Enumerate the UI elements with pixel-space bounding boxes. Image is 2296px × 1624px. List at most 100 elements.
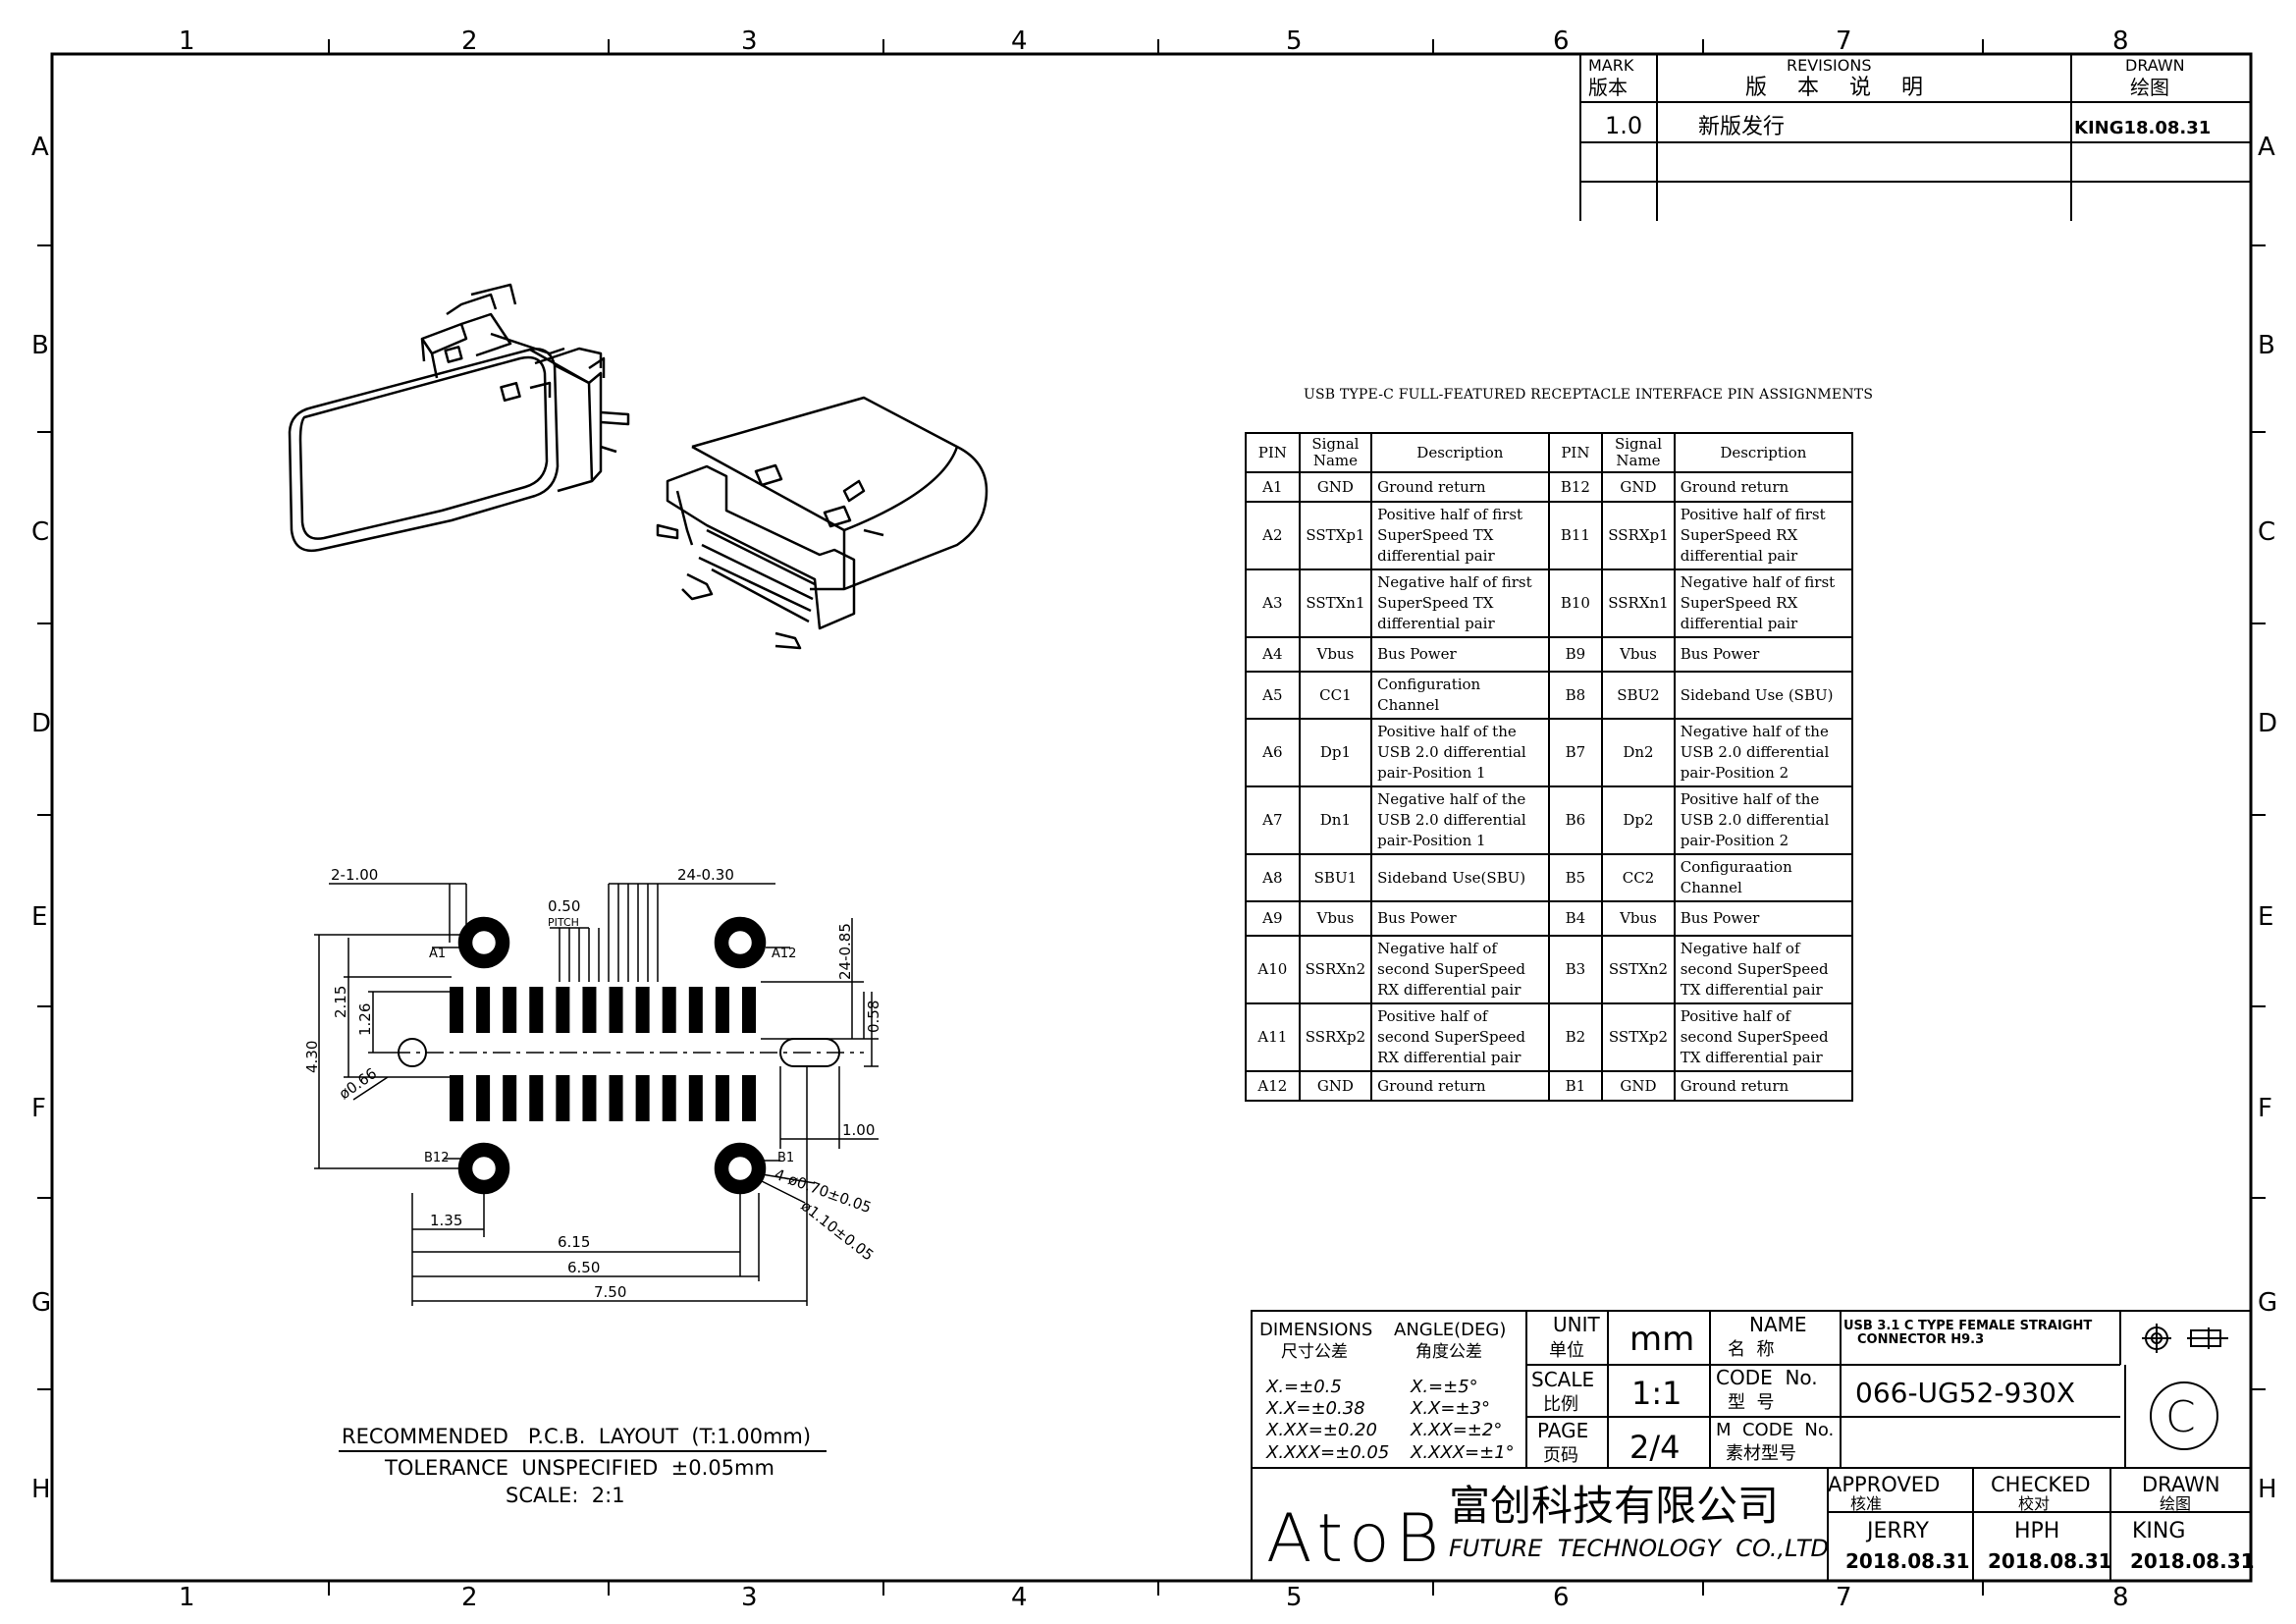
pcb-pad-b bbox=[715, 1075, 729, 1121]
dim-6-15: 6.15 bbox=[558, 1233, 590, 1251]
cell-desc-b: Ground return bbox=[1673, 471, 1854, 503]
tb-angle-cn: 角度公差 bbox=[1415, 1342, 1482, 1362]
tb-drawn-date: 2018.08.31 bbox=[2130, 1549, 2255, 1573]
cell-desc-b: Sideband Use (SBU) bbox=[1673, 671, 1854, 720]
cell-signal-b: Dp2 bbox=[1601, 785, 1676, 855]
header-desc-a: Description bbox=[1370, 432, 1550, 473]
pcb-pad-b bbox=[688, 1075, 703, 1121]
cell-desc-b: Positive half of second SuperSpeed TX di… bbox=[1673, 1002, 1854, 1072]
tb-checked-name: HPH bbox=[2014, 1519, 2059, 1543]
cell-signal-b: SSRXp1 bbox=[1601, 501, 1676, 570]
tb-dimensions-en: DIMENSIONS bbox=[1259, 1320, 1372, 1340]
sheet-border bbox=[50, 52, 2253, 1583]
cell-desc-a: Ground return bbox=[1370, 471, 1550, 503]
cell-pin-b: B1 bbox=[1547, 1070, 1604, 1102]
cell-signal-b: Vbus bbox=[1601, 900, 1676, 937]
dim-1-00: 1.00 bbox=[842, 1121, 875, 1139]
cell-desc-a: Positive half of second SuperSpeed RX di… bbox=[1370, 1002, 1550, 1072]
row-label-a-right: A bbox=[2258, 133, 2275, 162]
col-label-4: 4 bbox=[1011, 27, 1028, 56]
cell-signal-a: GND bbox=[1298, 471, 1373, 503]
cell-pin-a: A9 bbox=[1245, 900, 1301, 937]
cell-pin-a: A8 bbox=[1245, 853, 1301, 902]
tb-company-cn: 富创科技有限公司 bbox=[1449, 1482, 1779, 1530]
pcb-pad-a bbox=[503, 987, 517, 1033]
header-signal-b: Signal Name bbox=[1601, 432, 1676, 473]
cell-signal-a: GND bbox=[1298, 1070, 1373, 1102]
pcb-pad-b bbox=[635, 1075, 650, 1121]
copyright-symbol: C bbox=[2165, 1392, 2196, 1442]
cell-desc-a: Negative half of first SuperSpeed TX dif… bbox=[1370, 568, 1550, 638]
label-pin-b12: B12 bbox=[424, 1151, 449, 1165]
tb-checked-en: CHECKED bbox=[1991, 1473, 2091, 1496]
row-label-f-right: F bbox=[2258, 1094, 2272, 1123]
pcb-pad-b bbox=[476, 1075, 491, 1121]
tb-checked-date: 2018.08.31 bbox=[1988, 1549, 2112, 1573]
dim-1-26: 1.26 bbox=[356, 1003, 374, 1036]
col-label-5-bottom: 5 bbox=[1286, 1583, 1303, 1612]
col-label-5: 5 bbox=[1286, 27, 1303, 56]
connector-3d-view-front bbox=[288, 283, 630, 553]
cell-desc-a: Positive half of first SuperSpeed TX dif… bbox=[1370, 501, 1550, 570]
cell-signal-b: SBU2 bbox=[1601, 671, 1676, 720]
cell-signal-b: SSTXn2 bbox=[1601, 935, 1676, 1004]
tb-unit-cn: 单位 bbox=[1549, 1340, 1584, 1361]
pcb-dimension-lines bbox=[314, 883, 879, 1306]
col-label-3: 3 bbox=[741, 27, 758, 56]
dim-2-100: 2-1.00 bbox=[331, 866, 378, 884]
cell-signal-b: SSRXn1 bbox=[1601, 568, 1676, 638]
cell-desc-b: Configuraation Channel bbox=[1673, 853, 1854, 902]
tb-mcode-en: M CODE No. bbox=[1716, 1420, 1834, 1440]
cell-signal-a: SBU1 bbox=[1298, 853, 1373, 902]
col-label-1: 1 bbox=[179, 27, 195, 56]
header-pin-a: PIN bbox=[1245, 432, 1301, 473]
label-pin-a1: A1 bbox=[429, 947, 446, 961]
cell-pin-a: A1 bbox=[1245, 471, 1301, 503]
cell-desc-a: Positive half of the USB 2.0 differentia… bbox=[1370, 718, 1550, 787]
row-label-b-right: B bbox=[2258, 331, 2275, 360]
cell-signal-b: CC2 bbox=[1601, 853, 1676, 902]
cell-desc-a: Sideband Use(SBU) bbox=[1370, 853, 1550, 902]
cell-desc-b: Negative half of first SuperSpeed RX dif… bbox=[1673, 568, 1854, 638]
cell-desc-b: Positive half of the USB 2.0 differentia… bbox=[1673, 785, 1854, 855]
rev-drawn-en: DRAWN bbox=[2125, 56, 2185, 75]
rev-mark-cn: 版本 bbox=[1588, 76, 1628, 99]
cell-pin-b: B4 bbox=[1547, 900, 1604, 937]
pcb-pads-row-b bbox=[450, 1075, 756, 1121]
cell-desc-b: Positive half of first SuperSpeed RX dif… bbox=[1673, 501, 1854, 570]
col-label-2: 2 bbox=[461, 27, 478, 56]
cell-signal-a: SSTXp1 bbox=[1298, 501, 1373, 570]
layout-note-scale: SCALE: 2:1 bbox=[506, 1484, 625, 1507]
dim-6-50: 6.50 bbox=[567, 1259, 600, 1276]
copyright-circle bbox=[2150, 1381, 2218, 1450]
cell-pin-a: A10 bbox=[1245, 935, 1301, 1004]
row-label-c: C bbox=[31, 517, 49, 547]
cell-pin-a: A2 bbox=[1245, 501, 1301, 570]
header-pin-b: PIN bbox=[1547, 432, 1604, 473]
pcb-pad-a bbox=[662, 987, 676, 1033]
tb-dimensions-cn: 尺寸公差 bbox=[1281, 1342, 1348, 1362]
cell-pin-b: B8 bbox=[1547, 671, 1604, 720]
cell-pin-a: A11 bbox=[1245, 1002, 1301, 1072]
cell-signal-a: Vbus bbox=[1298, 636, 1373, 673]
cell-signal-a: CC1 bbox=[1298, 671, 1373, 720]
rev-mark-en: MARK bbox=[1588, 56, 1634, 75]
cell-pin-b: B11 bbox=[1547, 501, 1604, 570]
pcb-pad-b bbox=[556, 1075, 570, 1121]
cell-signal-b: Vbus bbox=[1601, 636, 1676, 673]
pcb-pad-a bbox=[635, 987, 650, 1033]
rev-row-desc: 新版发行 bbox=[1698, 115, 1785, 139]
col-label-1-bottom: 1 bbox=[179, 1583, 195, 1612]
cell-desc-a: Ground return bbox=[1370, 1070, 1550, 1102]
pcb-pad-b bbox=[662, 1075, 676, 1121]
pcb-pads-row-a bbox=[450, 987, 756, 1033]
cell-pin-a: A3 bbox=[1245, 568, 1301, 638]
rev-row-drawn: KING18.08.31 bbox=[2074, 118, 2211, 138]
rev-drawn-cn: 绘图 bbox=[2130, 76, 2169, 99]
